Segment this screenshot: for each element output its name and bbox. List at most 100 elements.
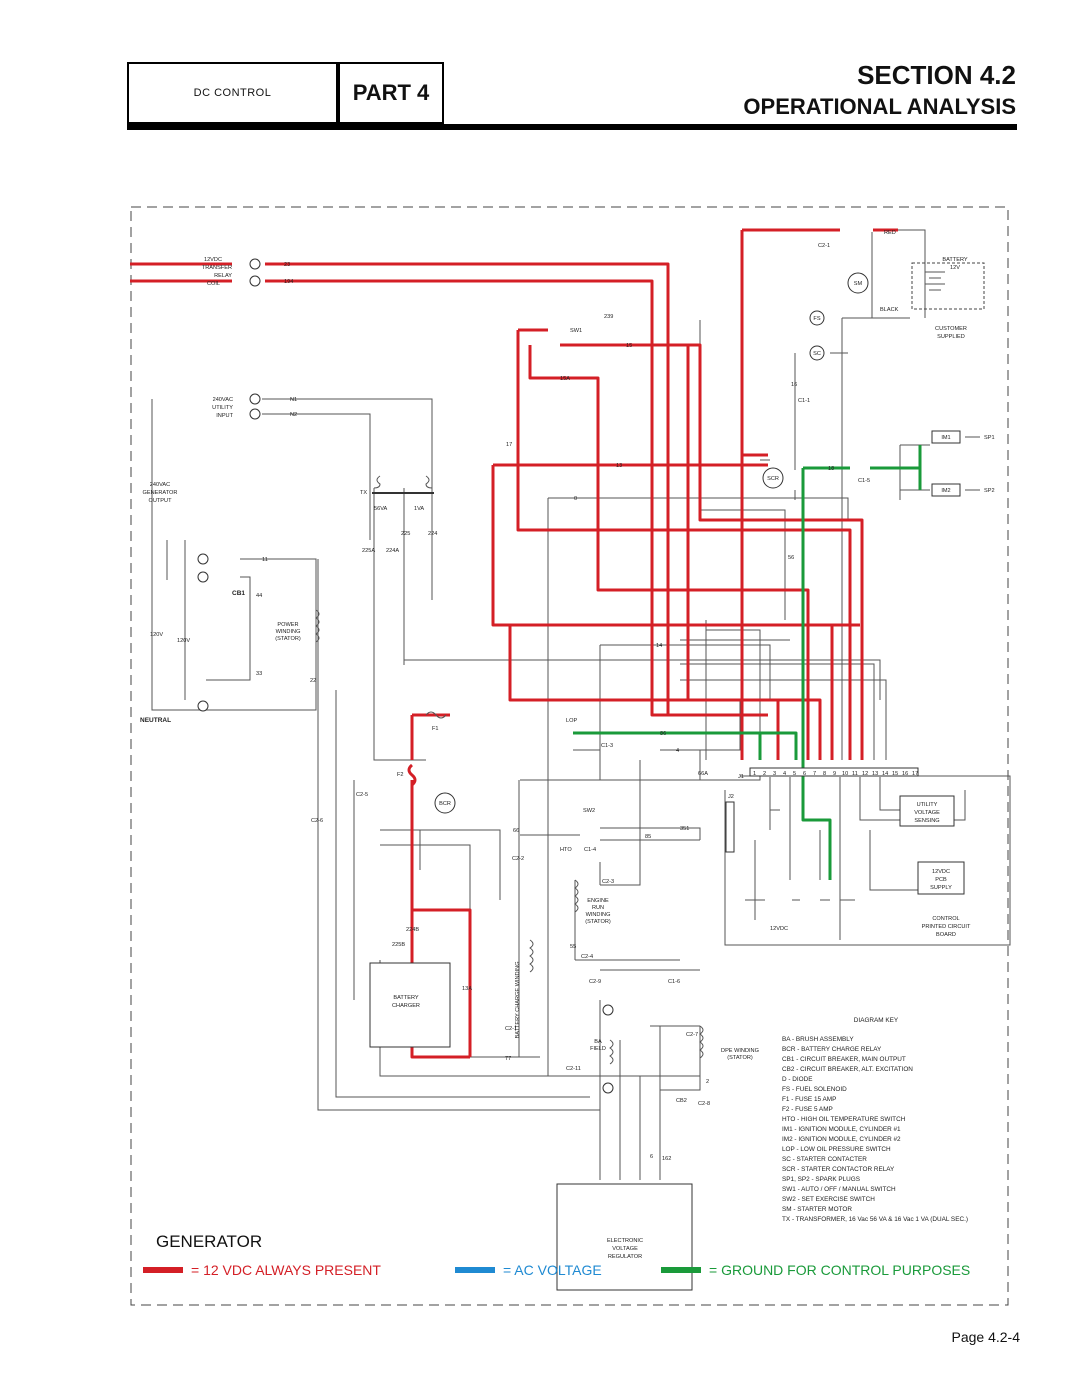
legend: = 12 VDC ALWAYS PRESENT = AC VOLTAGE = G…	[143, 1262, 1023, 1286]
evr-label-1: ELECTRONIC	[607, 1238, 643, 1244]
j1-pin-14: 14	[882, 771, 888, 777]
generator-boundary	[130, 206, 1009, 1306]
key-item: CB2 - CIRCUIT BREAKER, ALT. EXCITATION	[782, 1066, 913, 1073]
key-item: BCR - BATTERY CHARGE RELAY	[782, 1046, 882, 1053]
key-item: HTO - HIGH OIL TEMPERATURE SWITCH	[782, 1116, 906, 1123]
im1-box	[931, 430, 961, 444]
c2-9: C2-9	[589, 979, 601, 985]
j1-label: J1	[738, 774, 744, 780]
battery-label-1: BATTERY	[942, 257, 968, 263]
battery-charger-label-1: BATTERY	[393, 995, 419, 1001]
dc-control-label: DC CONTROL	[193, 87, 272, 99]
wire-225b: 225B	[392, 942, 405, 948]
wire-22: 22	[310, 678, 316, 684]
im2-box	[931, 483, 961, 497]
part-box: PART 4	[338, 62, 444, 124]
key-item: SM - STARTER MOTOR	[782, 1206, 852, 1213]
red-label: RED	[884, 230, 896, 236]
engine-run-coil	[574, 879, 579, 913]
relay-lamp-1	[249, 258, 261, 270]
lop-label: LOP	[566, 718, 577, 724]
uvs-label-1: UTILITY	[917, 802, 938, 808]
wire-44: 44	[256, 593, 262, 599]
header-rule	[127, 124, 1017, 130]
wire-2: 2	[706, 1079, 709, 1085]
dpe-label-1: DPE WINDING	[721, 1048, 759, 1054]
gen-lamp-2	[197, 571, 209, 583]
key-item: SW2 - SET EXERCISE SWITCH	[782, 1196, 875, 1203]
cb2-label: CB2	[676, 1098, 687, 1104]
tx-label: TX	[360, 490, 367, 496]
utility-input-label-3: INPUT	[216, 413, 233, 419]
f1-label: F1	[432, 726, 439, 732]
wire-13a: 13A	[462, 986, 472, 992]
legend-item-ground: = GROUND FOR CONTROL PURPOSES	[661, 1262, 970, 1278]
gen-output-label-3: OUTPUT	[149, 498, 173, 504]
control-board-label-2: PRINTED CIRCUIT	[922, 924, 971, 930]
legend-swatch-green	[661, 1267, 701, 1273]
c2-11: C2-11	[566, 1066, 581, 1072]
wire-224b: 224B	[406, 927, 419, 933]
c2-7: C2-7	[686, 1032, 698, 1038]
battery-charger-label-2: CHARGER	[392, 1003, 420, 1009]
j1-pin-12: 12	[862, 771, 868, 777]
wire-33: 33	[256, 671, 262, 677]
c2-5: C2-5	[356, 792, 368, 798]
transformer-core	[372, 492, 434, 494]
v12dc-label: 12VDC	[770, 926, 788, 932]
utility-input-label-1: 240VAC	[213, 397, 233, 403]
key-item: F1 - FUSE 15 AMP	[782, 1096, 836, 1103]
transfer-relay-label-3: RELAY	[214, 273, 232, 279]
j1-pin-13: 13	[872, 771, 878, 777]
wire-15a: 15A	[560, 376, 570, 382]
key-item: CB1 - CIRCUIT BREAKER, MAIN OUTPUT	[782, 1056, 906, 1063]
engine-run-label-2: RUN	[592, 905, 604, 911]
black-label: BLACK	[880, 307, 899, 313]
evr-label-2: VOLTAGE	[612, 1246, 638, 1252]
evr-label-3: REGULATOR	[608, 1254, 642, 1260]
battery-symbol	[925, 271, 945, 291]
bcr-relay	[434, 792, 456, 814]
sp2-label: SP2	[984, 488, 995, 494]
section-title: SECTION 4.2	[857, 60, 1016, 90]
relay-lamp-2	[249, 275, 261, 287]
c1-1: C1-1	[798, 398, 810, 404]
neutral-label: NEUTRAL	[140, 717, 171, 724]
wire-11: 11	[262, 557, 268, 563]
diagram-key: DIAGRAM KEY BA - BRUSH ASSEMBLY BCR - BA…	[782, 1017, 968, 1223]
ba-field-label-1: BA	[594, 1039, 602, 1045]
sw2-label: SW2	[583, 808, 595, 814]
j1-pin-15: 15	[892, 771, 898, 777]
j2-label: J2	[728, 794, 734, 800]
wire-16: 16	[791, 382, 797, 388]
key-item: IM2 - IGNITION MODULE, CYLINDER #2	[782, 1136, 901, 1143]
im2-label: IM2	[941, 488, 950, 494]
bcr-label: BCR	[439, 801, 451, 807]
key-item: D - DIODE	[782, 1076, 813, 1083]
key-item: LOP - LOW OIL PRESSURE SWITCH	[782, 1146, 891, 1153]
diagram-key-title: DIAGRAM KEY	[854, 1017, 899, 1024]
section-subtitle: OPERATIONAL ANALYSIS	[743, 94, 1016, 119]
key-item: BA - BRUSH ASSEMBLY	[782, 1036, 854, 1043]
brush-2	[602, 1082, 614, 1094]
wire-86: 86	[660, 731, 666, 737]
pcb-supply-label-2: PCB	[935, 877, 947, 883]
c2-4: C2-4	[581, 954, 593, 960]
pcb-supply-label-3: SUPPLY	[930, 885, 952, 891]
legend-label-ac: = AC VOLTAGE	[503, 1262, 602, 1278]
key-item: SCR - STARTER CONTACTOR RELAY	[782, 1166, 895, 1173]
utility-input-label-2: UTILITY	[212, 405, 233, 411]
wire-13: 13	[616, 463, 622, 469]
sc-label: SC	[813, 351, 821, 357]
c1-4: C1-4	[584, 847, 596, 853]
power-winding-label-2: WINDING	[276, 629, 301, 635]
c1-3: C1-3	[601, 743, 613, 749]
legend-swatch-red	[143, 1267, 183, 1273]
wire-225a: 225A	[362, 548, 375, 554]
wire-n2: N2	[290, 412, 297, 418]
ba-field-coil	[609, 1039, 614, 1065]
wire-239: 239	[604, 314, 613, 320]
transformer-coils	[373, 475, 433, 489]
j1-pin-8: 8	[823, 771, 826, 777]
j1-pin-16: 16	[902, 771, 908, 777]
